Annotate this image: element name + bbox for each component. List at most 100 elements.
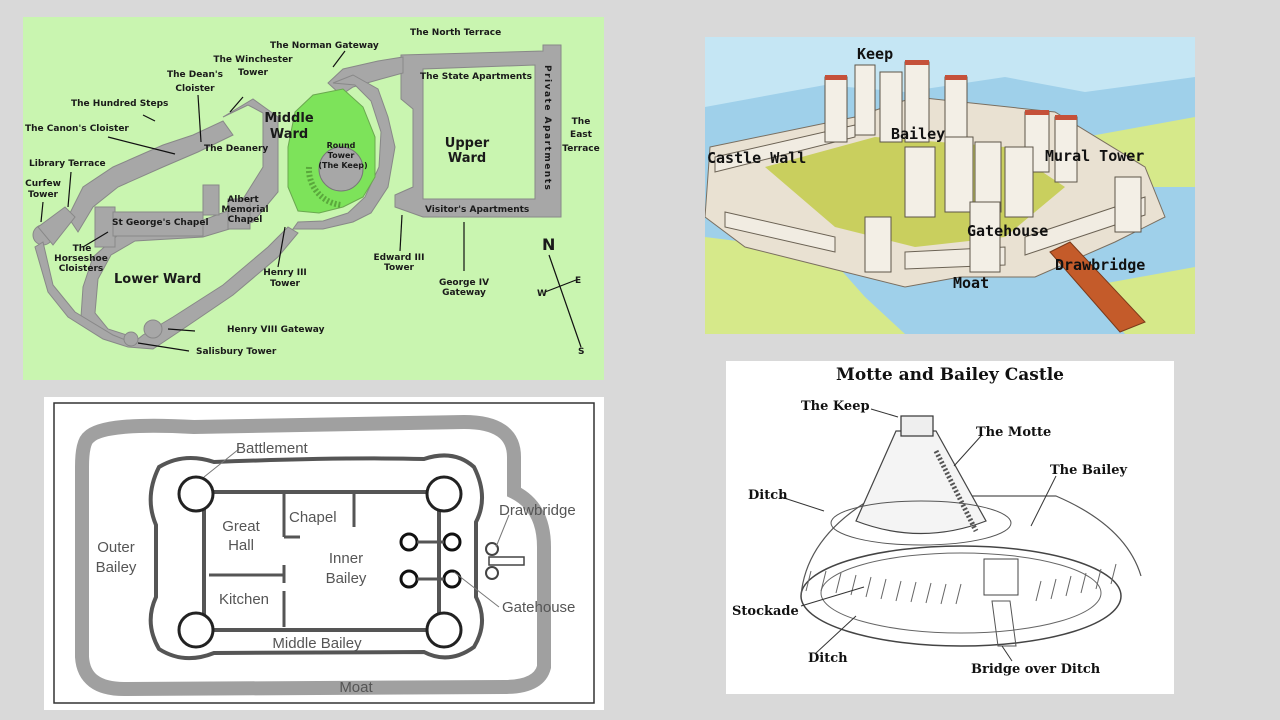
castle-illustration: Keep Bailey Castle Wall Mural Tower Gate… [705, 37, 1195, 334]
round-tower-shape [318, 146, 364, 192]
label-chapel: Chapel [289, 509, 337, 526]
label-henry-iii-tower-1: Henry III [263, 268, 307, 278]
label-salisbury-tower: Salisbury Tower [196, 347, 277, 357]
label-horseshoe-cloisters-2: Horseshoe [54, 254, 108, 264]
concentric-castle-plan: Battlement Drawbridge Chapel Great Hall … [44, 397, 604, 710]
label-great-hall-2: Hall [228, 537, 254, 554]
label-kitchen: Kitchen [219, 591, 269, 608]
label-state-apartments: The State Apartments [420, 72, 532, 82]
keep-shape [900, 415, 934, 437]
label-middle-ward-1: Middle [264, 111, 313, 126]
compass-axis-we [544, 279, 577, 293]
motte-mound [855, 430, 987, 535]
label-moat: Moat [953, 274, 989, 292]
towers [824, 61, 1142, 273]
motte-ditch [830, 500, 1012, 546]
motte-leader-lines [780, 408, 1057, 662]
label-visitors-apartments: Visitor's Apartments [425, 205, 529, 215]
label-upper-ward-2: Ward [448, 151, 486, 166]
grass-bank-left [705, 237, 905, 334]
stockade-pickets [805, 563, 1117, 605]
label-middle-ward-2: Ward [270, 127, 308, 142]
label-deanery: The Deanery [204, 144, 268, 154]
label-lower-ward: Lower Ward [114, 272, 201, 287]
label-henry-viii-gateway: Henry VIII Gateway [227, 325, 325, 335]
label-library-terrace: Library Terrace [29, 159, 106, 169]
label-keep: Keep [857, 45, 893, 63]
castle-walls [32, 44, 562, 350]
inner-wall [202, 490, 441, 632]
gatehouse-towers [399, 532, 462, 589]
motte-bailey-title: Motte and Bailey Castle [836, 365, 1064, 385]
bridge-shape [991, 600, 1017, 647]
castle-illustration-svg: Keep Bailey Castle Wall Mural Tower Gate… [705, 37, 1195, 334]
motte-bailey-svg: Motte and Bailey Castle The Keep The Mot… [732, 365, 1142, 677]
label-ditch-1: Ditch [748, 488, 788, 503]
label-inner-bailey-1: Inner [329, 550, 363, 567]
bailey-gate [983, 558, 1019, 596]
windsor-map-svg: The North Terrace The Norman Gateway The… [25, 28, 600, 357]
moat-ring [75, 414, 551, 697]
label-north-terrace: The North Terrace [410, 28, 501, 38]
compass-s: S [578, 347, 584, 357]
label-bridge-over-ditch: Bridge over Ditch [971, 662, 1101, 677]
outer-gate-towers [485, 542, 499, 580]
plan-frame [53, 402, 595, 704]
label-edward-iii-tower-2: Tower [384, 263, 415, 273]
round-tower-steps [305, 166, 342, 208]
label-moat: Moat [339, 679, 373, 696]
label-private-apartments: Private Apartments [542, 65, 552, 191]
label-bailey: Bailey [891, 125, 945, 143]
label-castle-wall: Castle Wall [707, 149, 806, 167]
label-drawbridge: Drawbridge [499, 502, 576, 519]
label-deans-cloister-1: The Dean's [167, 70, 223, 80]
label-the-keep: The Keep [801, 399, 870, 414]
bailey-ring-inner [820, 552, 1102, 634]
internal-walls [209, 494, 356, 627]
label-curfew-tower-2: Tower [28, 190, 59, 200]
label-mural-tower: Mural Tower [1045, 147, 1144, 165]
label-gatehouse: Gatehouse [967, 222, 1048, 240]
label-round-tower-1: Round [327, 141, 356, 150]
label-curfew-tower-1: Curfew [25, 179, 61, 189]
label-henry-iii-tower-2: Tower [270, 279, 301, 289]
label-deans-cloister-2: Cloister [175, 84, 215, 94]
label-winchester-tower-1: The Winchester [213, 55, 293, 65]
bailey-ring-outer [800, 545, 1122, 647]
label-george-iv-gateway-1: George IV [439, 278, 489, 288]
compass: N E W S [537, 235, 584, 357]
gatehouse-walls [417, 540, 444, 581]
plan-leader-lines [203, 448, 510, 608]
label-horseshoe-cloisters-1: The [73, 244, 92, 254]
label-east-terrace-1: The [572, 117, 591, 127]
label-inner-bailey-2: Bailey [326, 570, 367, 587]
tower-roofs [825, 60, 1077, 120]
label-outer-bailey-1: Outer [97, 539, 135, 556]
label-edward-iii-tower-1: Edward III [373, 253, 424, 263]
label-round-tower-3: (The Keep) [318, 161, 367, 170]
label-albert-chapel-1: Albert [227, 195, 259, 205]
compass-e: E [575, 276, 581, 286]
label-albert-chapel-3: Chapel [228, 215, 263, 225]
windsor-castle-map: The North Terrace The Norman Gateway The… [23, 17, 604, 380]
sky-area [705, 37, 1195, 107]
label-the-motte: The Motte [976, 425, 1051, 440]
compass-n: N [542, 235, 555, 254]
label-gatehouse: Gatehouse [502, 599, 575, 616]
label-battlement: Battlement [236, 440, 309, 457]
motte-bailey-diagram: Motte and Bailey Castle The Keep The Mot… [726, 361, 1174, 694]
label-upper-ward-1: Upper [445, 136, 490, 151]
concentric-plan-svg: Battlement Drawbridge Chapel Great Hall … [53, 402, 595, 704]
outer-wall [148, 453, 484, 661]
label-canons-cloister: The Canon's Cloister [25, 124, 129, 134]
label-ditch-2: Ditch [808, 651, 848, 666]
drawbridge-shape [488, 556, 525, 566]
label-winchester-tower-2: Tower [238, 68, 269, 78]
label-norman-gateway: The Norman Gateway [270, 41, 379, 51]
motte-stairs [933, 449, 979, 533]
label-stockade: Stockade [732, 604, 799, 619]
compass-axis-ns [548, 254, 582, 348]
label-st-georges-chapel: St George's Chapel [112, 218, 209, 228]
drawbridge-shape [1049, 241, 1146, 333]
label-hundred-steps: The Hundred Steps [71, 99, 168, 109]
